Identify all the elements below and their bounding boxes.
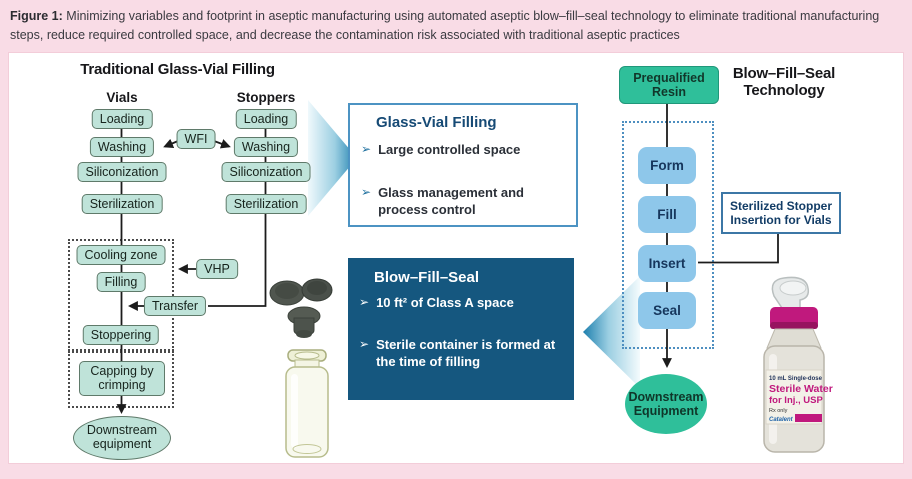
bfs-step-insert: Insert	[638, 245, 696, 282]
flow-step-stoppers-siliconization: Siliconization	[221, 162, 311, 182]
flow-step-stoppers-loading: Loading	[235, 109, 297, 129]
stoppers-column-label: Stoppers	[236, 90, 296, 105]
vhp-node: VHP	[196, 259, 238, 279]
flow-step-vials-washing: Washing	[89, 137, 155, 157]
vials-column-label: Vials	[106, 90, 138, 105]
flow-step-cooling-zone: Cooling zone	[76, 245, 166, 265]
glass-vial-bullet-2: ➢ Glass management and process control	[361, 185, 561, 218]
flow-step-stoppers-sterilization: Sterilization	[225, 194, 307, 214]
bfs-bullet-1: ➢ 10 ft² of Class A space	[359, 295, 561, 311]
glass-vial-photo	[285, 349, 329, 458]
downstream-equipment-node-left: Downstream equipment	[73, 416, 171, 460]
bfs-callout-title: Blow–Fill–Seal	[374, 269, 480, 286]
flow-step-capping: Capping by crimping	[79, 361, 165, 396]
flow-step-stoppers-washing: Washing	[233, 137, 299, 157]
bullet-arrow-icon: ➢	[359, 295, 370, 309]
bfs-bullet-1-text: 10 ft² of Class A space	[376, 295, 514, 310]
bfs-title: Blow–Fill–Seal Technology	[732, 65, 836, 99]
bullet-arrow-icon: ➢	[359, 337, 370, 352]
glass-vial-callout-title: Glass-Vial Filling	[376, 114, 497, 131]
traditional-title: Traditional Glass-Vial Filling	[80, 61, 275, 78]
flow-step-vials-siliconization: Siliconization	[77, 162, 167, 182]
bfs-vial-brand: Catalent	[769, 417, 794, 423]
bfs-callout: Blow–Fill–Seal ➢ 10 ft² of Class A space…	[348, 258, 574, 400]
bfs-vial-label-name: Sterile Water	[769, 383, 833, 395]
glass-vial-callout: Glass-Vial Filling ➢ Large controlled sp…	[348, 103, 578, 227]
bfs-vial-label-name2: for Inj., USP	[769, 395, 824, 406]
figure-caption-text: Minimizing variables and footprint in as…	[10, 9, 880, 43]
glass-vial-bullet-1-text: Large controlled space	[378, 142, 521, 157]
bfs-bullet-2-text: Sterile container is formed at the time …	[376, 337, 556, 369]
transfer-node: Transfer	[143, 296, 207, 316]
bullet-arrow-icon: ➢	[361, 185, 372, 200]
bfs-step-form: Form	[638, 147, 696, 184]
figure-caption-label: Figure 1:	[10, 9, 63, 23]
bfs-step-seal: Seal	[638, 292, 696, 329]
downstream-equipment-node-right: Downstream Equipment	[625, 374, 707, 434]
glass-vial-bullet-2-text: Glass management and process control	[378, 185, 525, 217]
figure-caption: Figure 1: Minimizing variables and footp…	[10, 7, 882, 46]
bfs-step-fill: Fill	[638, 196, 696, 233]
bullet-arrow-icon: ➢	[361, 142, 372, 156]
rubber-stoppers-photo	[269, 278, 333, 338]
flow-step-filling: Filling	[96, 272, 146, 292]
bfs-vial-photo: 10 mL Single-dose Sterile Water for Inj.…	[763, 276, 833, 453]
bfs-vial-label-size: 10 mL Single-dose	[769, 376, 823, 382]
bfs-vial-label-rx: Rx only	[769, 408, 788, 414]
bfs-bullet-2: ➢ Sterile container is formed at the tim…	[359, 337, 561, 370]
flow-step-vials-loading: Loading	[91, 109, 153, 129]
glass-vial-bullet-1: ➢ Large controlled space	[361, 142, 561, 158]
sterilized-stopper-note: Sterilized Stopper Insertion for Vials	[721, 192, 841, 234]
flow-step-stoppering: Stoppering	[82, 325, 160, 345]
flow-step-vials-sterilization: Sterilization	[81, 194, 163, 214]
wfi-node: WFI	[176, 129, 216, 149]
prequalified-resin-node: Prequalified Resin	[619, 66, 719, 104]
